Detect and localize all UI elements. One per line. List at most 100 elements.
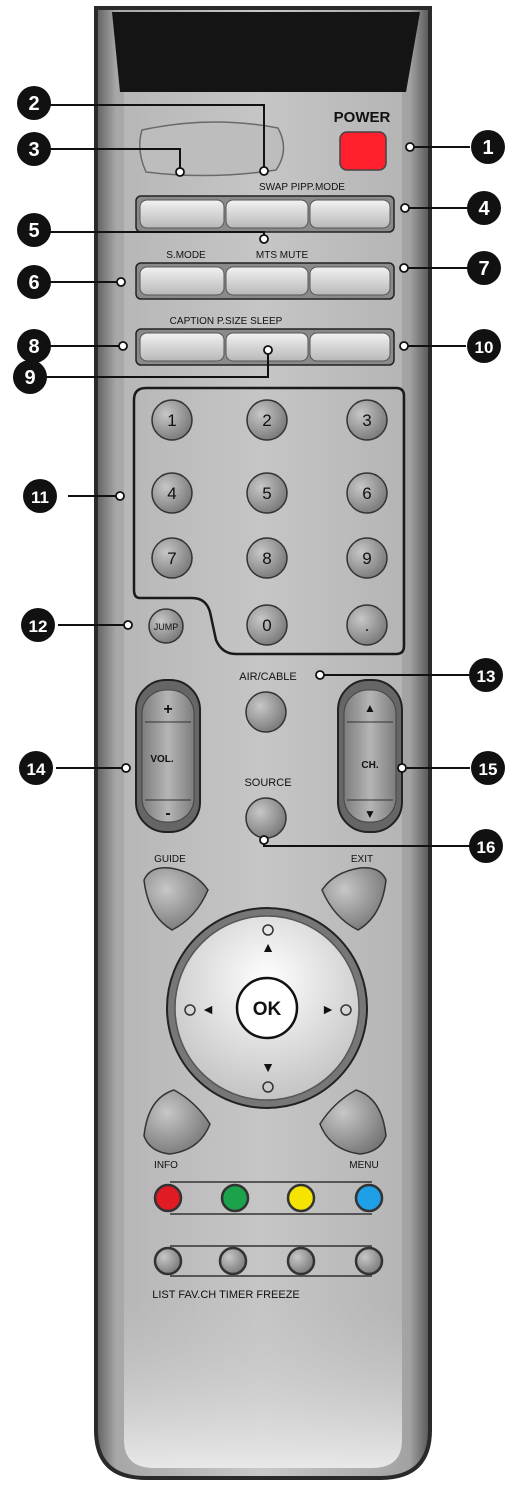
- fav-ch-button[interactable]: [218, 1246, 248, 1276]
- ir-window: [112, 12, 420, 92]
- callout-number: 11: [31, 488, 49, 507]
- callout-number: 15: [479, 760, 498, 779]
- timer-button[interactable]: [286, 1246, 316, 1276]
- callout-number: 7: [478, 258, 489, 280]
- callout-badge-8: [17, 329, 51, 363]
- info-menu-keys: INFO MENU: [143, 1089, 387, 1171]
- mts-mute-label: MTS MUTE: [256, 250, 309, 261]
- vol-plus-label: +: [163, 701, 172, 718]
- pip-button[interactable]: [225, 199, 309, 229]
- digit-button-6[interactable]: [346, 472, 388, 514]
- digit-button-9[interactable]: [346, 537, 388, 579]
- mute-button[interactable]: [309, 266, 391, 296]
- callout-number: 9: [24, 367, 35, 389]
- callout-badge-15: [471, 751, 505, 785]
- digit-button-1[interactable]: [151, 399, 193, 441]
- exit-button[interactable]: [321, 867, 387, 931]
- callout-number: 3: [28, 139, 39, 161]
- digit-button-8[interactable]: [246, 537, 288, 579]
- callout-badge-4: [467, 191, 501, 225]
- digit-button-3[interactable]: [346, 399, 388, 441]
- blue-button[interactable]: [354, 1183, 384, 1213]
- digit-label: 1: [167, 411, 176, 430]
- pmode-button[interactable]: [309, 199, 391, 229]
- list-button[interactable]: [153, 1246, 183, 1276]
- digit-button-7[interactable]: [151, 537, 193, 579]
- jump-button[interactable]: [148, 608, 184, 644]
- green-button[interactable]: [220, 1183, 250, 1213]
- callout-leaders: [46, 104, 470, 847]
- smode-button[interactable]: [139, 266, 225, 296]
- callout-number: 14: [27, 760, 46, 779]
- digit-label: 8: [262, 549, 271, 568]
- power-button[interactable]: [339, 131, 387, 171]
- caption-psize-sleep-label: CAPTION P.SIZE SLEEP: [170, 316, 283, 327]
- callout-number: 6: [28, 272, 39, 294]
- freeze-button[interactable]: [354, 1246, 384, 1276]
- vol-label: VOL.: [150, 754, 174, 765]
- digit-label: 5: [262, 484, 271, 503]
- source-key: SOURCE: [244, 777, 292, 839]
- smode-label: S.MODE: [166, 250, 206, 261]
- volume-rocker-button[interactable]: [141, 689, 195, 823]
- menu-label: MENU: [349, 1160, 378, 1171]
- caption-button[interactable]: [139, 332, 225, 362]
- ch-label: CH.: [361, 760, 378, 771]
- callout-badge-12: [21, 608, 55, 642]
- nav-left-icon: ◄: [201, 1001, 215, 1017]
- digit-label: 6: [362, 484, 371, 503]
- callout-badge-11: [23, 479, 57, 513]
- swap-button[interactable]: [139, 199, 225, 229]
- info-button[interactable]: [143, 1089, 211, 1155]
- digit-button-4[interactable]: [151, 472, 193, 514]
- bottom-function-keys: LIST FAV.CH TIMER FREEZE: [152, 1245, 384, 1301]
- guide-button[interactable]: [143, 867, 209, 931]
- callout-badge-2: [17, 86, 51, 120]
- digit-label: 0: [262, 616, 271, 635]
- digit-label: .: [365, 616, 370, 635]
- row-smode-mts-mute: S.MODE MTS MUTE: [135, 250, 395, 300]
- jump-label: JUMP: [154, 622, 179, 632]
- guide-label: GUIDE: [154, 854, 186, 865]
- digit-button-5[interactable]: [246, 472, 288, 514]
- yellow-button[interactable]: [286, 1183, 316, 1213]
- guide-exit-keys: GUIDE EXIT: [143, 854, 387, 931]
- callout-badge-14: [19, 751, 53, 785]
- callout-badge-3: [17, 132, 51, 166]
- digit-label: 3: [362, 411, 371, 430]
- nav-right-indicator: [340, 1004, 352, 1016]
- channel-rocker-button[interactable]: [343, 689, 397, 823]
- red-button[interactable]: [153, 1183, 183, 1213]
- callout-number: 4: [478, 198, 490, 220]
- top-controls: POWER SWAP PIPP.MODE: [139, 109, 390, 193]
- nav-left-indicator: [184, 1004, 196, 1016]
- menu-button[interactable]: [319, 1089, 387, 1155]
- mts-button[interactable]: [225, 266, 309, 296]
- ch-up-label: ▲: [364, 701, 376, 715]
- swap-pip-pmode-label: SWAP PIPP.MODE: [259, 182, 345, 193]
- source-button[interactable]: [245, 797, 287, 839]
- callout-badge-13: [469, 658, 503, 692]
- swap-pip-bump: [139, 121, 285, 177]
- callout-number: 1: [482, 137, 493, 159]
- sleep-button[interactable]: [309, 332, 391, 362]
- source-label: SOURCE: [244, 777, 291, 789]
- callout-badge-1: [471, 130, 505, 164]
- digit-label: 2: [262, 411, 271, 430]
- callout-badge-9: [13, 360, 47, 394]
- callout-badge-16: [469, 829, 503, 863]
- nav-up-icon: ▲: [261, 939, 275, 955]
- nav-down-icon: ▼: [261, 1059, 275, 1075]
- jump-key: JUMP: [148, 608, 184, 644]
- volume-rocker: + VOL. -: [135, 679, 201, 833]
- air-cable-button[interactable]: [245, 691, 287, 733]
- color-keys: [153, 1181, 384, 1215]
- channel-rocker: ▲ CH. ▼: [337, 679, 403, 833]
- ok-button[interactable]: [235, 976, 299, 1040]
- digit-button-0[interactable]: [246, 604, 288, 646]
- nav-up-indicator: [262, 924, 274, 936]
- digit-button-2[interactable]: [246, 399, 288, 441]
- digit-button-dot[interactable]: [346, 604, 388, 646]
